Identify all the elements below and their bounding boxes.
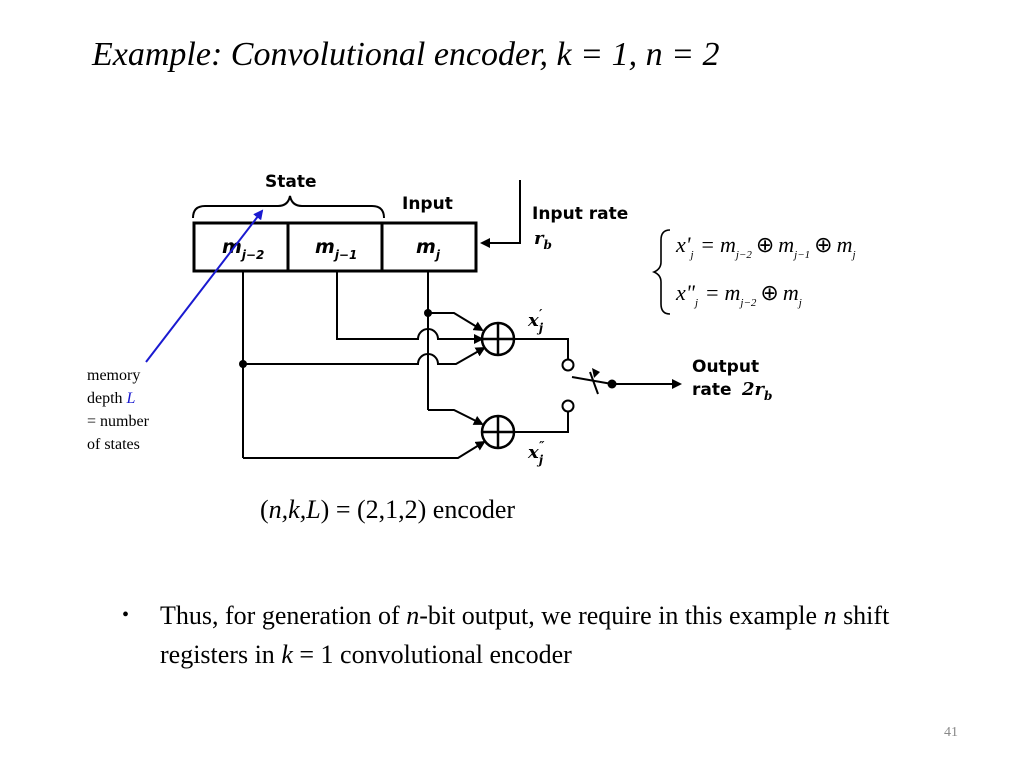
output-label: Output bbox=[692, 357, 759, 377]
memory-note-line: of states bbox=[87, 436, 140, 453]
xor-adder-top bbox=[480, 321, 516, 357]
register-cell-mj-1: mj−1 bbox=[315, 236, 357, 262]
shift-register: mj−2 mj−1 mj bbox=[192, 221, 478, 273]
memory-note-line: = number bbox=[87, 413, 149, 430]
switch-pivot bbox=[607, 379, 617, 389]
input-rate-label: Input rate bbox=[532, 204, 628, 224]
bullet-marker: • bbox=[122, 604, 130, 626]
switch-contact-bottom bbox=[561, 399, 575, 413]
memory-note-line: depth L bbox=[87, 390, 136, 407]
junction-dot bbox=[239, 360, 247, 368]
tap-wires bbox=[242, 271, 486, 459]
xor-adder-bottom bbox=[480, 414, 516, 450]
bullet-text: Thus, for generation of n-bit output, we… bbox=[160, 601, 890, 669]
switch-wires bbox=[514, 338, 682, 433]
input-line bbox=[480, 180, 521, 248]
equation-xj-double-prime: x"j=mj−2⊕mj bbox=[675, 280, 802, 309]
memory-depth-note: memory depth L = number of states bbox=[87, 364, 149, 456]
output-rate-label: rate bbox=[692, 380, 732, 400]
switch-rotation-arrow bbox=[592, 368, 600, 378]
memory-note-line: memory bbox=[87, 367, 141, 384]
switch-rotation-arrow bbox=[589, 371, 599, 395]
output-rate-symbol: 2rb bbox=[741, 379, 772, 403]
bullet-point: • Thus, for generation of n-bit output, … bbox=[122, 596, 952, 674]
junction-dot bbox=[424, 309, 432, 317]
register-cell-mj: mj bbox=[416, 236, 441, 262]
memory-depth-arrow bbox=[145, 209, 264, 363]
output-xj-double-prime: xj″ bbox=[527, 439, 545, 467]
switch-contact-top bbox=[561, 358, 575, 372]
equation-brace bbox=[651, 229, 671, 315]
output-xj-prime: xj′ bbox=[527, 307, 544, 335]
equation-xj-prime: x'j=mj−2⊕mj−1⊕mj bbox=[675, 232, 856, 261]
state-brace bbox=[192, 195, 385, 219]
input-rate-symbol: rb bbox=[534, 228, 552, 252]
register-cell-mj-2: mj−2 bbox=[222, 236, 264, 262]
input-label: Input bbox=[402, 194, 453, 214]
equations: x'j=mj−2⊕mj−1⊕mj x"j=mj−2⊕mj bbox=[651, 229, 856, 315]
state-label: State bbox=[265, 172, 317, 192]
slide-number: 41 bbox=[944, 725, 958, 740]
encoder-caption: (n,k,L) = (2,1,2) encoder bbox=[260, 495, 516, 524]
slide-title: Example: Convolutional encoder, k = 1, n… bbox=[92, 36, 720, 73]
